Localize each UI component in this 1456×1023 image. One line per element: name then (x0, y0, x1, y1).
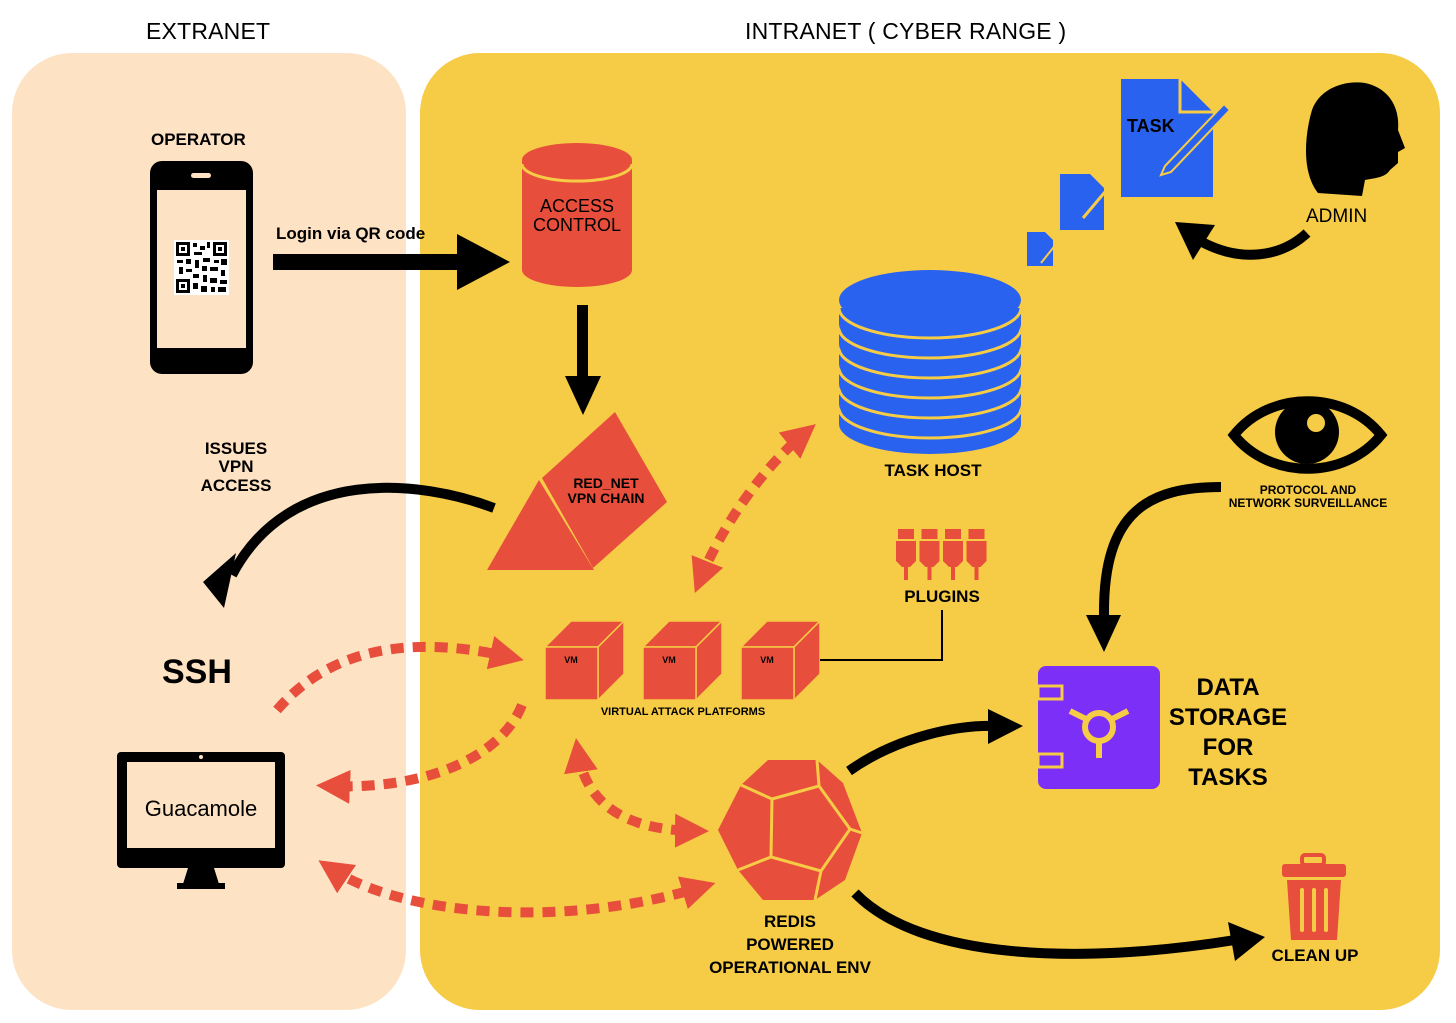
issues-vpn-arrow (203, 482, 496, 608)
usb-plug-icon (966, 529, 987, 580)
operator-label: OPERATOR (151, 130, 246, 149)
red-net-line2: VPN CHAIN (567, 490, 645, 507)
prism-icon (487, 412, 667, 570)
access-control-line2: CONTROL (532, 215, 621, 236)
storage-line4: TASKS (1188, 764, 1268, 791)
smartphone-qr-icon (150, 161, 253, 374)
login-edge-label: Login via QR code (276, 224, 426, 243)
redis-line2: POWERED (746, 934, 834, 954)
cube-icon: VM (739, 619, 822, 702)
usb-plug-icon (896, 529, 987, 580)
issues-vpn-line3: ACCESS (200, 475, 272, 495)
vm-label: VM (564, 655, 578, 665)
cleanup-label: CLEAN UP (1271, 946, 1359, 965)
document-pencil-icon (1027, 79, 1232, 266)
storage-line1: DATA (1196, 674, 1260, 701)
admin-label: ADMIN (1306, 206, 1368, 227)
task-host-label: TASK HOST (884, 461, 982, 480)
surveillance-label: PROTOCOL AND NETWORK SURVEILLANCE (1218, 484, 1398, 510)
monitor-icon (117, 752, 285, 889)
access-control-line1: ACCESS (539, 196, 615, 216)
stacked-database-icon (837, 270, 1023, 454)
eye-icon (1227, 396, 1388, 474)
redis-to-storage-arrow (846, 709, 1023, 776)
task-label: TASK (1127, 116, 1175, 136)
ssh-to-vms-dashed-arrow (273, 636, 524, 714)
surveillance-line1: PROTOCOL AND (1259, 483, 1357, 497)
surveillance-line2: NETWORK SURVEILLANCE (1228, 495, 1388, 510)
extranet-title: EXTRANET (146, 18, 271, 44)
trash-can-icon (1282, 853, 1346, 940)
vms-redis-dashed-arrow (564, 738, 709, 848)
storage-line3: FOR (1202, 734, 1254, 761)
vms-label: VIRTUAL ATTACK PLATFORMS (600, 706, 766, 718)
access-to-vpn-arrow (565, 305, 601, 415)
guacamole-redis-dashed-arrow (318, 860, 716, 918)
cube-icon: VM (641, 619, 724, 702)
storage-line2: STORAGE (1168, 704, 1288, 731)
guacamole-label: Guacamole (144, 796, 258, 821)
surveillance-to-storage-arrow (1086, 482, 1222, 652)
issues-vpn-label: ISSUES VPN ACCESS (186, 439, 286, 495)
red-net-label: RED_NET VPN CHAIN (558, 475, 654, 507)
plugins-label: PLUGINS (904, 587, 980, 606)
vms-plugins-connector (820, 610, 943, 661)
head-silhouette-icon (1306, 82, 1405, 196)
redis-to-cleanup-arrow (851, 889, 1265, 961)
redis-line1: REDIS (764, 912, 816, 931)
usb-plug-icon (943, 529, 963, 580)
cube-icon: VM (543, 619, 626, 702)
vm-label: VM (662, 655, 676, 665)
access-control-label: ACCESS CONTROL (522, 196, 632, 236)
issues-vpn-line2: VPN (218, 457, 254, 477)
safe-vault-icon (1036, 666, 1160, 789)
usb-plug-icon (896, 529, 916, 580)
qr-code (174, 240, 229, 295)
login-arrow (273, 234, 510, 290)
redis-label: REDIS POWERED OPERATIONAL ENV (690, 911, 890, 980)
database-cylinder-icon (520, 143, 634, 287)
vm-label: VM (760, 655, 774, 665)
vms-taskhost-dashed-arrow (691, 424, 816, 593)
red-net-line1: RED_NET (573, 475, 639, 491)
vm-cubes: VM VM VM (543, 619, 822, 702)
dodecahedron-icon (718, 759, 863, 901)
issues-vpn-line1: ISSUES (204, 439, 268, 458)
admin-to-task-arrow (1175, 222, 1311, 260)
usb-plug-icon (919, 529, 940, 580)
vms-to-guacamole-dashed-arrow (316, 703, 527, 804)
redis-line3: OPERATIONAL ENV (709, 957, 871, 977)
ssh-label: SSH (162, 653, 232, 691)
intranet-title: INTRANET ( CYBER RANGE ) (745, 18, 1067, 44)
storage-label: DATA STORAGE FOR TASKS (1168, 673, 1288, 793)
